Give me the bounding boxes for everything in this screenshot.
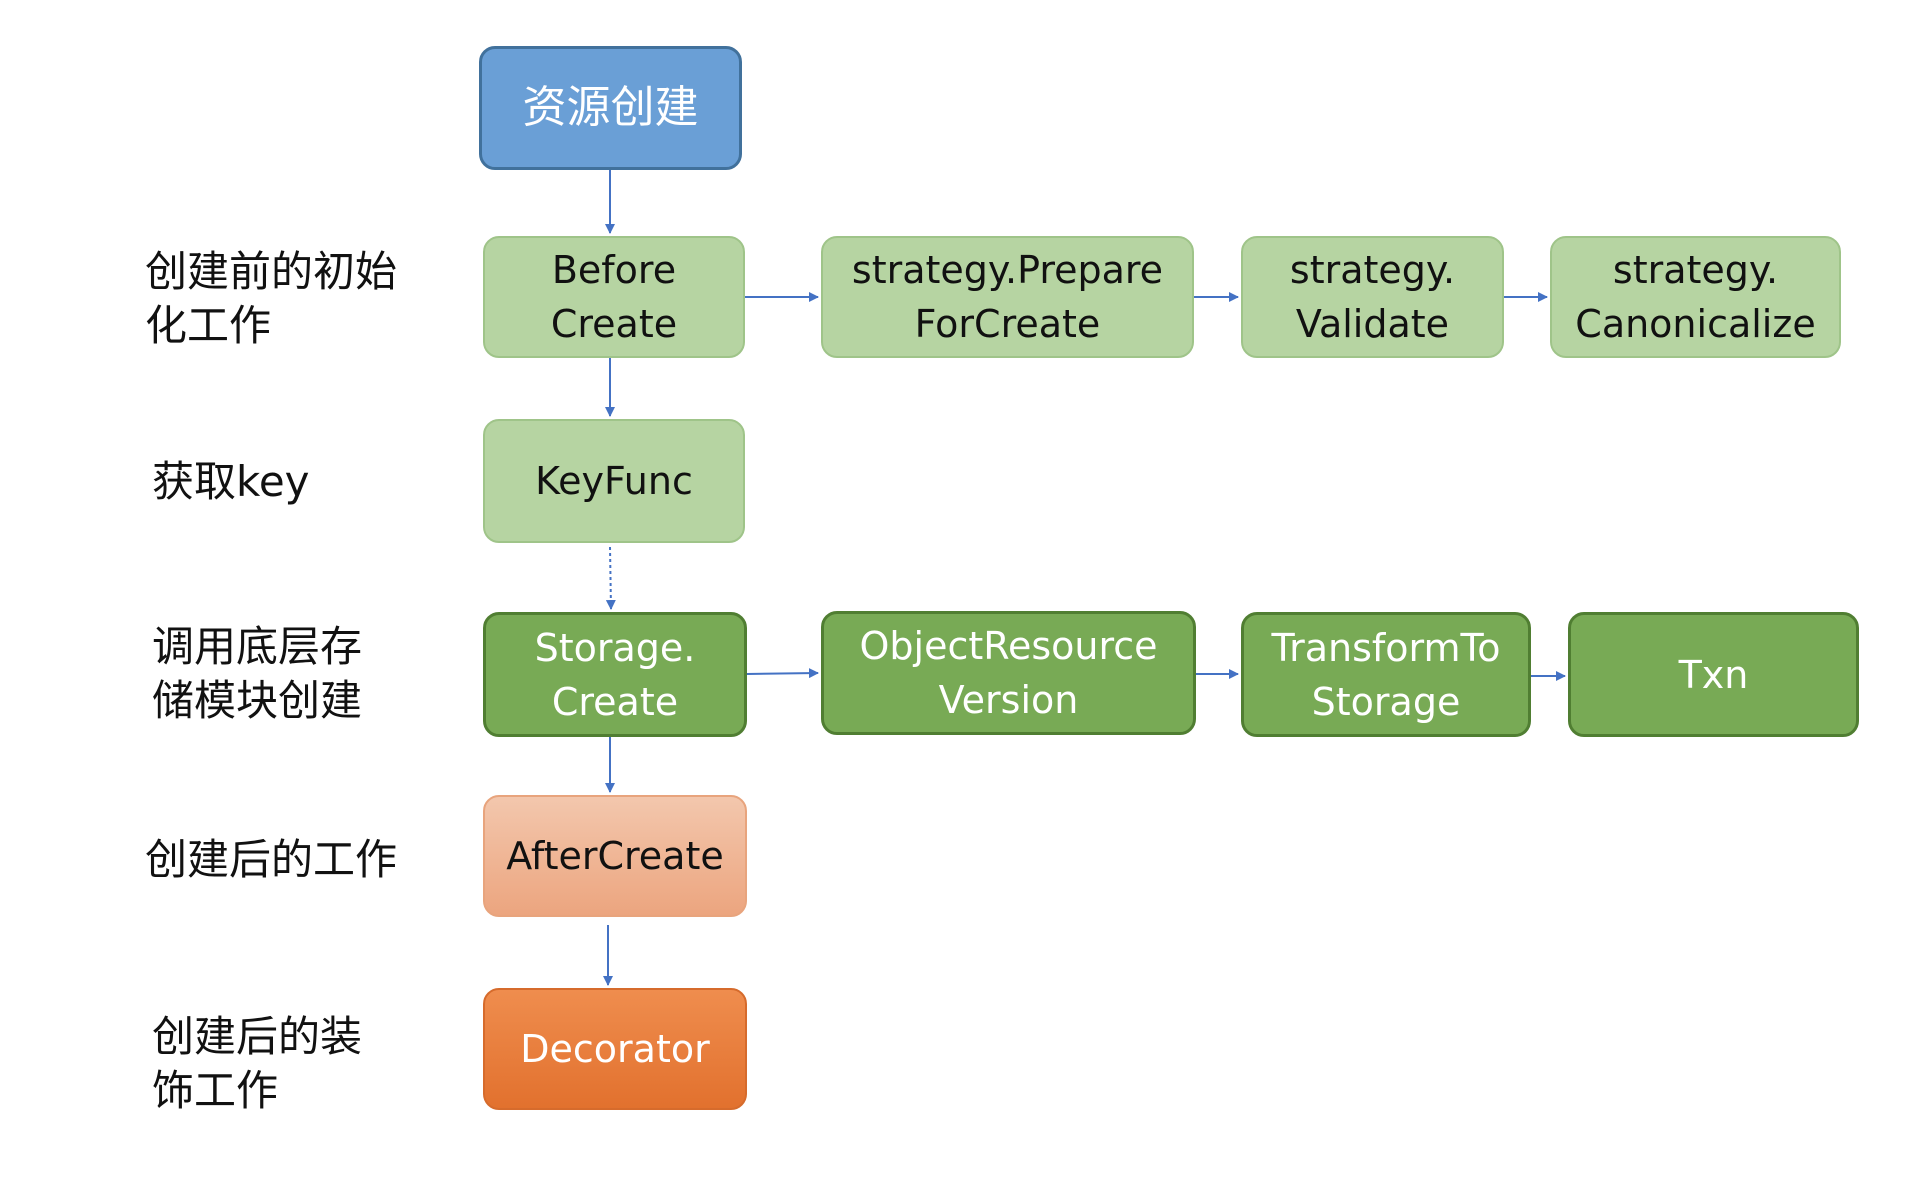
node-validate: strategy. Validate xyxy=(1241,236,1504,358)
node-key-func: KeyFunc xyxy=(483,419,745,543)
arrow-storage-to-orv xyxy=(746,668,819,679)
node-transform-to-storage: TransformTo Storage xyxy=(1241,612,1531,737)
node-prepare-for-create: strategy.Prepare ForCreate xyxy=(821,236,1194,358)
node-storage-create: Storage. Create xyxy=(483,612,747,737)
stage-label-get-key: 获取key xyxy=(152,457,310,506)
node-object-resource-version: ObjectResource Version xyxy=(821,611,1196,735)
stage-label-decorate: 创建后的装 饰工作 xyxy=(152,1012,363,1115)
stage-label-post-create: 创建后的工作 xyxy=(145,835,398,884)
node-resource-create: 资源创建 xyxy=(479,46,742,170)
node-canonicalize: strategy. Canonicalize xyxy=(1550,236,1841,358)
node-after-create: AfterCreate xyxy=(483,795,747,917)
node-before-create: Before Create xyxy=(483,236,745,358)
stage-label-storage-create: 调用底层存 储模块创建 xyxy=(152,622,363,725)
node-txn: Txn xyxy=(1568,612,1859,737)
stage-label-pre-init: 创建前的初始 化工作 xyxy=(145,247,398,350)
node-decorator: Decorator xyxy=(483,988,747,1110)
arrow-keyfunc-to-storage xyxy=(605,546,616,610)
